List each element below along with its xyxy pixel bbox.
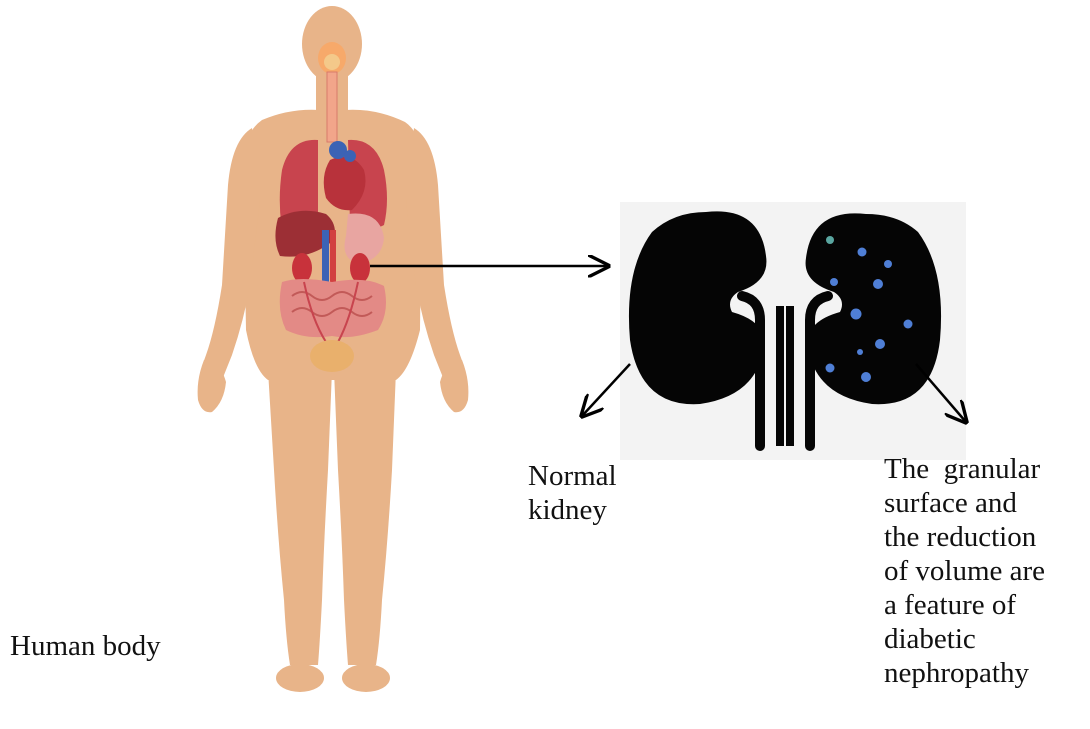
granule xyxy=(904,320,913,329)
right-arm xyxy=(406,128,466,400)
body-left-kidney xyxy=(292,253,312,283)
normal-kidney-label-line: kidney xyxy=(528,493,617,527)
left-arm xyxy=(200,128,260,400)
human-body-illustration xyxy=(198,6,469,692)
heart-vessels-2 xyxy=(344,150,356,162)
diabetic-kidney-label-line: of volume are xyxy=(884,554,1045,588)
nasal-cavity-inner xyxy=(324,54,340,70)
center-ureter-left xyxy=(776,306,784,446)
normal-kidney-label-line: Normal xyxy=(528,459,617,493)
center-ureter-right xyxy=(786,306,794,446)
granule xyxy=(826,236,834,244)
normal-kidney-label: Normal kidney xyxy=(528,459,617,527)
bladder xyxy=(310,340,354,372)
diabetic-kidney-label-line: surface and xyxy=(884,486,1045,520)
human-body-label: Human body xyxy=(10,629,161,663)
trachea xyxy=(327,72,337,142)
diabetic-kidney-label-line: the reduction xyxy=(884,520,1045,554)
granule xyxy=(826,364,835,373)
diabetic-kidney-label: The granular surface and the reduction o… xyxy=(884,452,1045,690)
diabetic-kidney-label-line: The granular xyxy=(884,452,1045,486)
granule xyxy=(858,248,867,257)
right-leg xyxy=(334,370,396,665)
granule xyxy=(857,349,863,355)
right-foot xyxy=(342,664,390,692)
granule xyxy=(875,339,885,349)
human-body-label-text: Human body xyxy=(10,629,161,663)
intestines xyxy=(280,279,386,337)
left-foot xyxy=(276,664,324,692)
granule xyxy=(873,279,883,289)
diabetic-kidney-label-line: diabetic xyxy=(884,622,1045,656)
diabetic-kidney-label-line: a feature of xyxy=(884,588,1045,622)
granule xyxy=(884,260,892,268)
kidney-panel xyxy=(620,202,966,460)
granule xyxy=(851,309,862,320)
granule xyxy=(830,278,838,286)
body-right-kidney xyxy=(350,253,370,283)
left-leg xyxy=(268,370,332,665)
diabetic-kidney-label-line: nephropathy xyxy=(884,656,1045,690)
granule xyxy=(861,372,871,382)
